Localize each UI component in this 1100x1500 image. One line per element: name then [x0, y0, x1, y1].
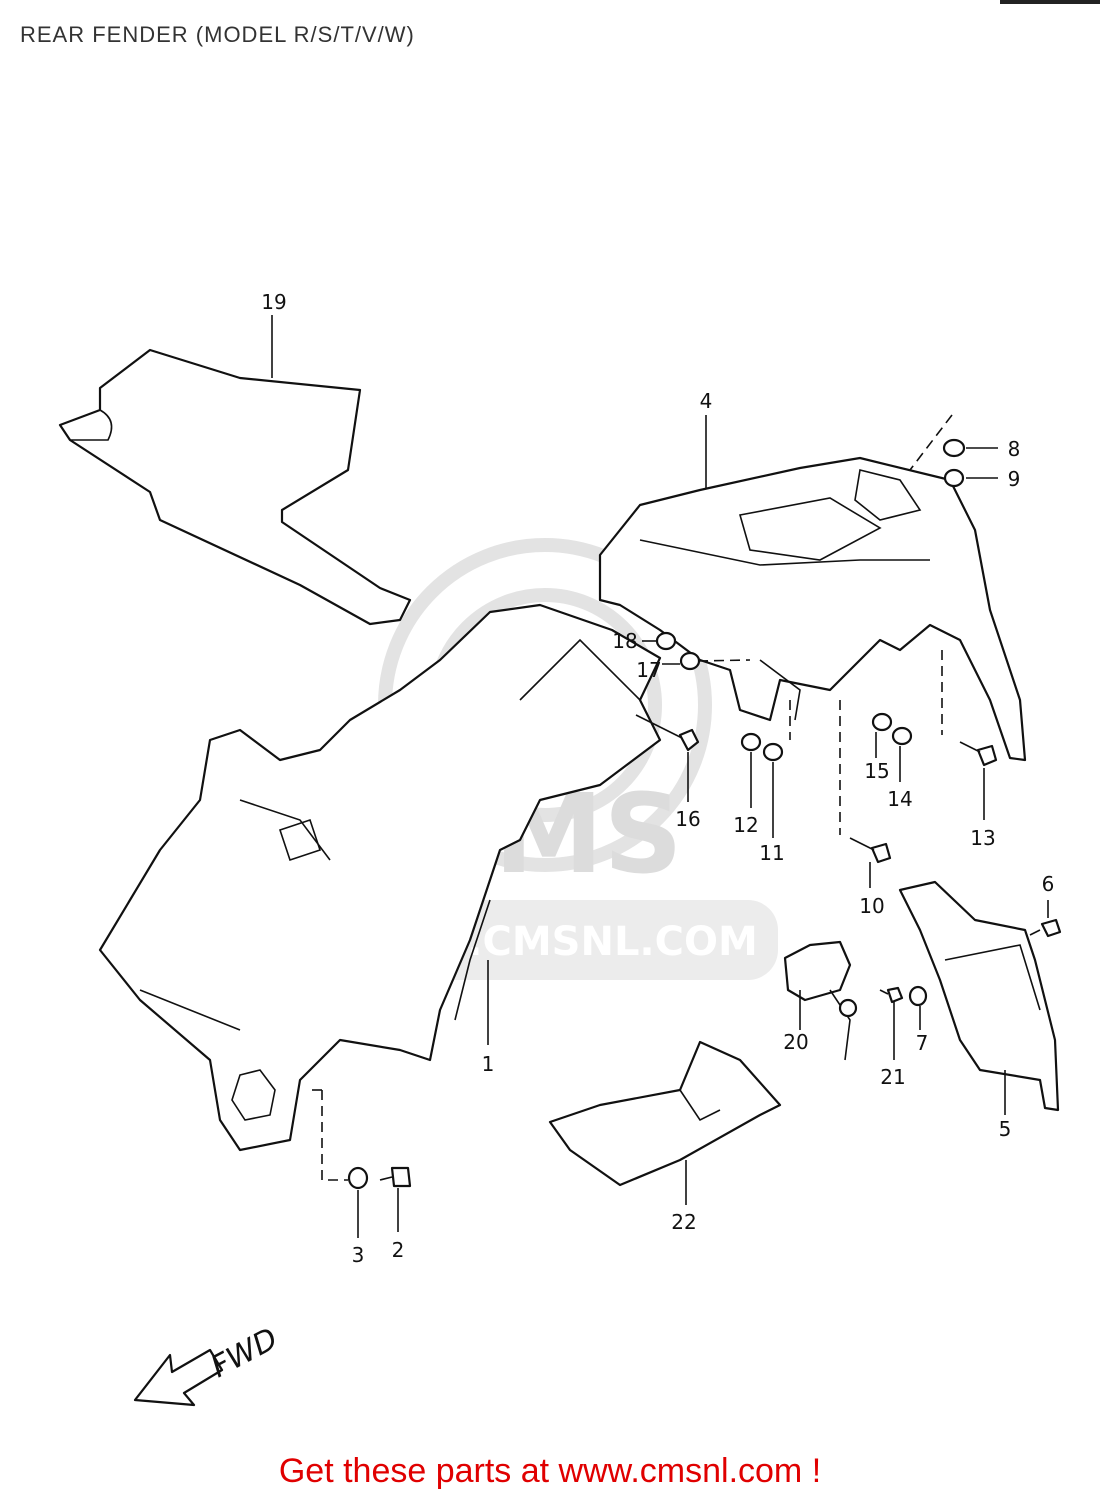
- callout-20: 20: [783, 1030, 808, 1054]
- part-20-seat-lock: [783, 940, 858, 1061]
- callout-11: 11: [759, 841, 784, 865]
- callout-10: 10: [859, 894, 884, 918]
- callout-13: 13: [970, 826, 995, 850]
- fwd-label: FWD: [205, 1321, 283, 1385]
- callouts: 1 2 3 4 5 6 7 8 9 10 11 12 13 14 15 16 1…: [261, 290, 1054, 1267]
- page-title: REAR FENDER (MODEL R/S/T/V/W): [20, 22, 415, 47]
- callout-21: 21: [880, 1065, 905, 1089]
- callout-1: 1: [482, 1052, 495, 1076]
- hardware: [312, 414, 1062, 1238]
- part-1-rear-fender: [98, 603, 662, 1152]
- callout-3: 3: [352, 1243, 365, 1267]
- callout-15: 15: [864, 759, 889, 783]
- callout-4: 4: [700, 389, 713, 413]
- top-rule: [1000, 0, 1100, 4]
- callout-18: 18: [612, 629, 637, 653]
- callout-16: 16: [675, 807, 700, 831]
- callout-17: 17: [636, 658, 661, 682]
- callout-9: 9: [1008, 467, 1021, 491]
- footer-promo: Get these parts at www.cmsnl.com !: [278, 1452, 822, 1490]
- part-4-tail-cowl: [598, 415, 1027, 762]
- callout-14: 14: [887, 787, 912, 811]
- callout-22: 22: [671, 1210, 696, 1234]
- forward-arrow-icon: FWD: [133, 1321, 284, 1407]
- callout-12: 12: [733, 813, 758, 837]
- callout-6: 6: [1042, 872, 1055, 896]
- callout-7: 7: [916, 1031, 929, 1055]
- callout-5: 5: [999, 1117, 1012, 1141]
- callout-8: 8: [1008, 437, 1021, 461]
- callout-2: 2: [392, 1238, 405, 1262]
- part-5-license-bracket: [898, 880, 1060, 1115]
- part-19-plate: [58, 315, 412, 626]
- part-22-tool-bag: [548, 1040, 782, 1205]
- callout-19: 19: [261, 290, 286, 314]
